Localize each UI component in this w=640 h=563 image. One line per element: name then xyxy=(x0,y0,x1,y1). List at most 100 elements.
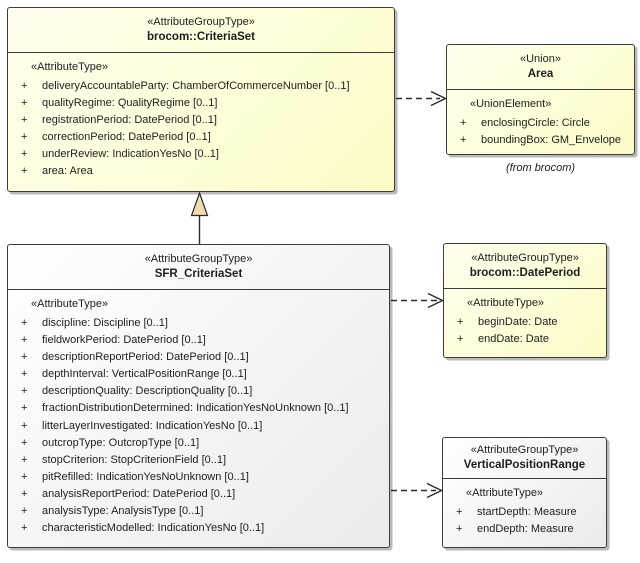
attribute-text: underReview: IndicationYesNo [0..1] xyxy=(42,148,219,161)
visibility-marker: + xyxy=(21,402,28,415)
visibility-marker: + xyxy=(21,385,28,398)
attribute-text: deliveryAccountableParty: ChamberOfComme… xyxy=(42,80,350,92)
attribute-text: fractionDistributionDetermined: Indicati… xyxy=(42,402,349,415)
dependency-connector-area[interactable] xyxy=(396,90,448,107)
visibility-marker: + xyxy=(21,436,28,449)
attribute-section-header: «AttributeType» xyxy=(31,61,109,73)
visibility-marker: + xyxy=(21,131,28,144)
visibility-marker: + xyxy=(21,505,28,518)
class-header: «AttributeGroupType» SFR_CriteriaSet xyxy=(8,245,389,290)
class-box-brocom-dateperiod[interactable]: «AttributeGroupType» brocom::DatePeriod … xyxy=(443,243,607,358)
generalization-connector[interactable] xyxy=(190,191,209,244)
visibility-marker: + xyxy=(21,470,28,483)
class-box-sfr-criteriaset[interactable]: «AttributeGroupType» SFR_CriteriaSet «At… xyxy=(7,244,390,548)
class-header: «AttributeGroupType» brocom::DatePeriod xyxy=(444,244,606,289)
open-arrowhead-icon xyxy=(427,292,445,309)
attribute-text: correctionPeriod: DatePeriod [0..1] xyxy=(42,131,211,144)
visibility-marker: + xyxy=(21,453,28,466)
class-box-verticalpositionrange[interactable]: «AttributeGroupType» VerticalPositionRan… xyxy=(442,437,607,548)
visibility-marker: + xyxy=(21,97,28,110)
from-package-note: (from brocom) xyxy=(505,162,576,174)
attribute-text: outcropType: OutcropType [0..1] xyxy=(42,436,200,449)
class-stereotype: «AttributeGroupType» xyxy=(144,253,253,265)
attribute-text: enclosingCircle: Circle xyxy=(481,117,590,129)
attribute-row: + fractionDistributionDetermined: Indicat… xyxy=(15,400,387,417)
attribute-row: + outcropType: OutcropType [0..1] xyxy=(15,435,387,452)
attribute-row: + boundingBox: GM_Envelope xyxy=(454,132,632,149)
attribute-row: + underReview: IndicationYesNo [0..1] xyxy=(15,146,392,163)
attributes-compartment: «AttributeType» +beginDate: Date +endDat… xyxy=(444,289,606,352)
attribute-row: + enclosingCircle: Circle xyxy=(454,115,632,132)
attribute-text: registrationPeriod: DatePeriod [0..1] xyxy=(42,114,217,127)
visibility-marker: + xyxy=(21,368,28,381)
attribute-row: +depthInterval: VerticalPositionRange [0… xyxy=(15,366,387,383)
attribute-row: +deliveryAccountableParty: ChamberOfComm… xyxy=(15,78,392,95)
attribute-text: characteristicModelled: IndicationYesNo … xyxy=(42,522,265,535)
attribute-row: + endDepth: Measure xyxy=(450,521,604,538)
visibility-marker: + xyxy=(456,506,463,518)
open-arrowhead-icon xyxy=(426,482,444,499)
visibility-marker: + xyxy=(456,523,463,536)
class-name: Area xyxy=(527,68,554,80)
attribute-row: +characteristicModelled: IndicationYesNo… xyxy=(15,520,387,537)
visibility-marker: + xyxy=(21,351,28,364)
visibility-marker: + xyxy=(460,117,467,129)
attribute-row: +pitRefilled: IndicationYesNoUnknown [0.… xyxy=(15,469,387,486)
visibility-marker: + xyxy=(21,148,28,161)
attribute-text: litterLayerInvestigated: IndicationYesNo… xyxy=(42,419,263,432)
attribute-row: +discipline: Discipline [0..1] xyxy=(15,315,387,332)
attribute-row: + descriptionQuality: DescriptionQuality … xyxy=(15,383,387,400)
attribute-row: + endDate: Date xyxy=(451,331,604,348)
attribute-text: endDate: Date xyxy=(478,333,549,346)
dependency-connector-verticalpositionrange[interactable] xyxy=(391,482,444,499)
attribute-row: + registrationPeriod: DatePeriod [0..1] xyxy=(15,112,392,129)
attribute-row: + analysisReportPeriod: DatePeriod [0..1] xyxy=(15,486,387,503)
attributes-compartment: «UnionElement» +enclosingCircle: Circle … xyxy=(447,90,634,153)
class-box-area[interactable]: «Union» Area «UnionElement» +enclosingCi… xyxy=(446,44,635,155)
attribute-row: + stopCriterion: StopCriterionField [0..1… xyxy=(15,452,387,469)
attribute-section-header: «UnionElement» xyxy=(470,98,552,110)
visibility-marker: + xyxy=(457,333,464,346)
class-name: SFR_CriteriaSet xyxy=(154,268,243,280)
visibility-marker: + xyxy=(460,134,467,147)
attribute-text: analysisReportPeriod: DatePeriod [0..1] xyxy=(42,487,236,500)
attribute-row: + correctionPeriod: DatePeriod [0..1] xyxy=(15,129,392,146)
visibility-marker: + xyxy=(21,419,28,432)
attributes-compartment: «AttributeType» +deliveryAccountablePart… xyxy=(8,53,394,185)
class-name: brocom::CriteriaSet xyxy=(147,31,255,43)
visibility-marker: + xyxy=(21,317,28,329)
attribute-row: +area: Area xyxy=(15,163,392,180)
attribute-text: endDepth: Measure xyxy=(477,523,574,536)
attribute-text: startDepth: Measure xyxy=(477,506,577,518)
attribute-section-header: «AttributeType» xyxy=(466,487,544,499)
attribute-row: + qualityRegime: QualityRegime [0..1] xyxy=(15,95,392,112)
attribute-row: + startDepth: Measure xyxy=(450,504,604,521)
attribute-text: descriptionReportPeriod: DatePeriod [0..… xyxy=(42,351,249,364)
attribute-section-header: «AttributeType» xyxy=(31,298,109,310)
class-stereotype: «AttributeGroupType» xyxy=(147,16,255,28)
class-header: «AttributeGroupType» VerticalPositionRan… xyxy=(443,438,606,479)
attribute-row: + fieldworkPeriod: DatePeriod [0..1] xyxy=(15,332,387,349)
attribute-text: beginDate: Date xyxy=(478,316,558,328)
visibility-marker: + xyxy=(21,487,28,500)
class-header: «AttributeGroupType» brocom::CriteriaSet xyxy=(8,8,394,53)
visibility-marker: + xyxy=(457,316,464,328)
attribute-text: descriptionQuality: DescriptionQuality [… xyxy=(42,385,253,398)
class-name: VerticalPositionRange xyxy=(463,459,586,471)
attribute-row: +analysisType: AnalysisType [0..1] xyxy=(15,503,387,520)
class-name: brocom::DatePeriod xyxy=(469,267,581,279)
attribute-text: stopCriterion: StopCriterionField [0..1] xyxy=(42,453,227,466)
class-box-brocom-criteriaset[interactable]: «AttributeGroupType» brocom::CriteriaSet… xyxy=(7,7,395,192)
attribute-text: qualityRegime: QualityRegime [0..1] xyxy=(42,97,218,110)
attribute-text: boundingBox: GM_Envelope xyxy=(481,134,622,147)
class-stereotype: «AttributeGroupType» xyxy=(471,252,579,264)
visibility-marker: + xyxy=(21,114,28,127)
visibility-marker: + xyxy=(21,334,28,347)
visibility-marker: + xyxy=(21,165,28,178)
attribute-row: + descriptionReportPeriod: DatePeriod [0.… xyxy=(15,349,387,366)
generalization-triangle-icon xyxy=(190,191,209,217)
dependency-connector-dateperiod[interactable] xyxy=(391,292,445,309)
attribute-text: fieldworkPeriod: DatePeriod [0..1] xyxy=(42,334,206,347)
